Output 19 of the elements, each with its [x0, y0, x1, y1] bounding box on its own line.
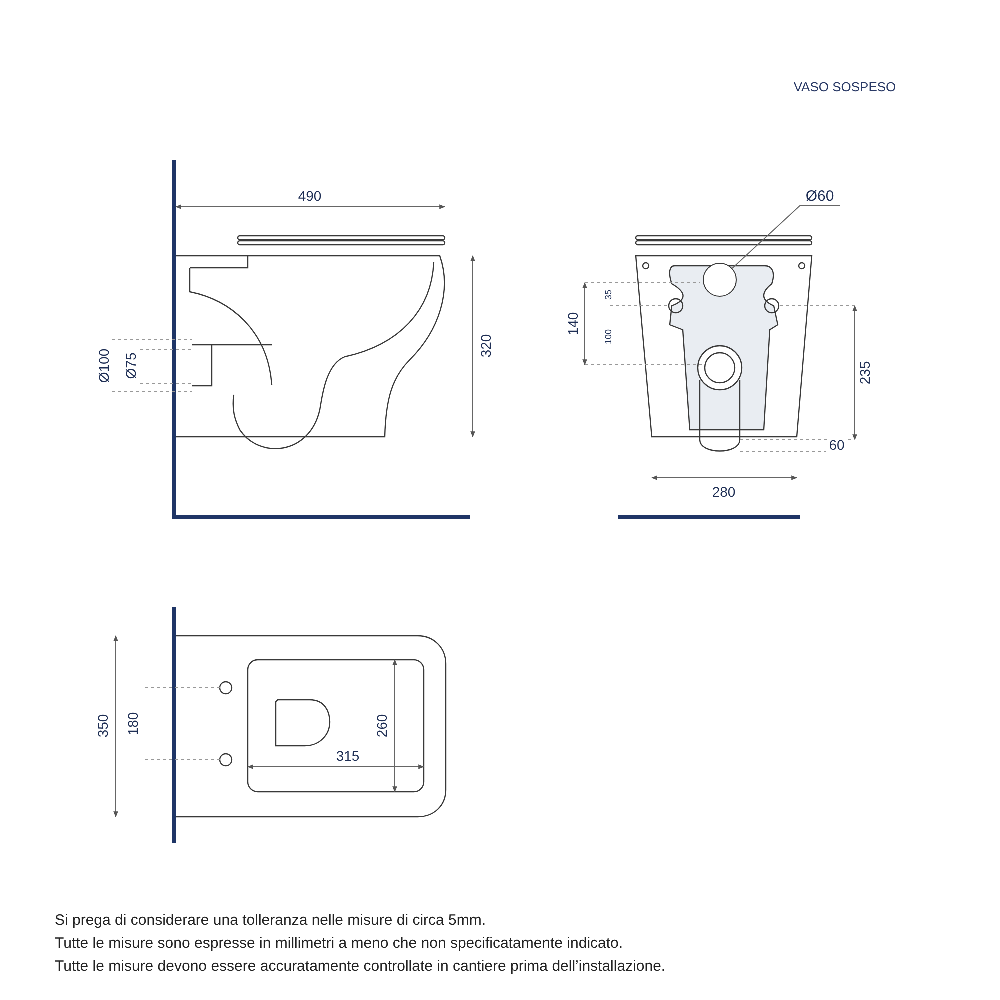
dimension-label: 280	[712, 485, 736, 499]
dimension-label: 60	[829, 438, 845, 452]
dimension-label: 260	[375, 714, 389, 738]
dimension-label: 320	[479, 334, 493, 358]
dimension-label: Ø100	[97, 348, 111, 384]
dimension-label: 100	[604, 329, 614, 345]
dimension-label: Ø60	[800, 188, 840, 206]
note-text: Si prega di considerare una tolleranza nelle misure di circa 5mm.	[55, 913, 486, 928]
dimension-label: 180	[126, 712, 140, 736]
note-text: Tutte le misure devono essere accuratamente controllate in cantiere prima dell’installazione.	[55, 959, 666, 974]
drawing-title: VASO SOSPESO	[794, 80, 896, 94]
dimension-label: 350	[96, 714, 110, 738]
dimension-label: 490	[298, 189, 322, 203]
dimension-label: 140	[566, 312, 580, 336]
dimension-label: 35	[604, 290, 614, 300]
dimension-label: 235	[858, 361, 872, 385]
dimension-label: 315	[336, 749, 360, 763]
note-text: Tutte le misure sono espresse in millimetri a meno che non specificatamente indicato.	[55, 936, 624, 951]
dimension-label: Ø75	[124, 352, 138, 380]
